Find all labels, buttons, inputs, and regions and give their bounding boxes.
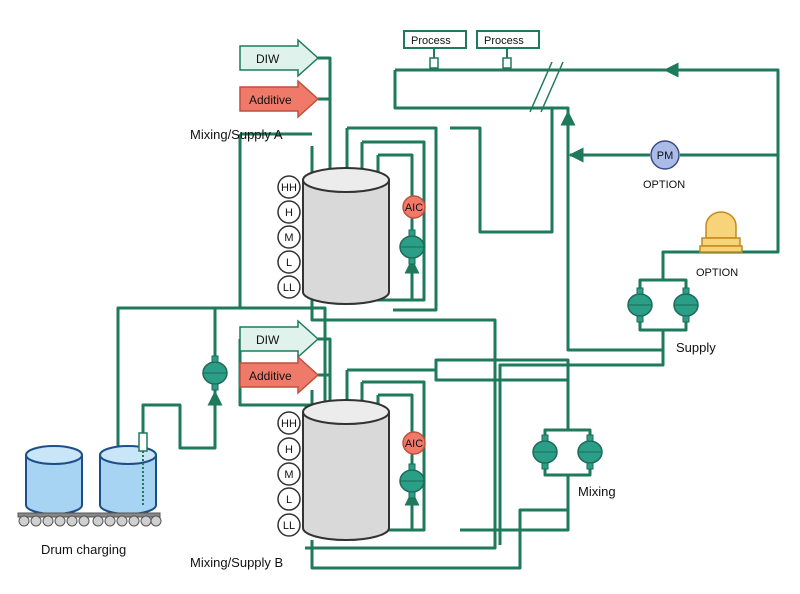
- aic-b: AIC: [402, 431, 426, 455]
- level-l-a: L: [277, 250, 301, 274]
- drum-charging-label: Drum charging: [41, 542, 126, 557]
- drum-pump-icon: [202, 355, 228, 391]
- svg-text:L: L: [286, 257, 292, 269]
- svg-text:LL: LL: [283, 520, 295, 532]
- pump-icon-b: [399, 463, 425, 499]
- diw-arrow-b: DIW: [239, 319, 320, 359]
- svg-text:Additive: Additive: [249, 93, 292, 107]
- svg-text:Additive: Additive: [249, 369, 292, 383]
- conveyor-rollers: [17, 512, 162, 527]
- additive-arrow-a: Additive: [239, 79, 320, 119]
- level-l-b: L: [277, 487, 301, 511]
- tank-b: [302, 399, 390, 541]
- svg-text:AIC: AIC: [405, 202, 423, 214]
- mixing-pump-left-icon: [532, 434, 558, 470]
- svg-text:Process: Process: [411, 35, 451, 47]
- pm-option-label: OPTION: [643, 179, 685, 191]
- level-indicators-b: HH H M L LL: [277, 411, 301, 537]
- svg-text:DIW: DIW: [256, 333, 280, 347]
- level-h-b: H: [277, 437, 301, 461]
- svg-text:AIC: AIC: [405, 438, 423, 450]
- svg-text:H: H: [285, 207, 293, 219]
- aic-a: AIC: [402, 195, 426, 219]
- level-hh-a: HH: [277, 175, 301, 199]
- svg-text:HH: HH: [281, 418, 297, 430]
- level-m-a: M: [277, 225, 301, 249]
- supply-label: Supply: [676, 340, 716, 355]
- level-hh-b: HH: [277, 411, 301, 435]
- level-indicators-a: HH H M L LL: [277, 175, 301, 299]
- svg-text:DIW: DIW: [256, 52, 280, 66]
- level-h-a: H: [277, 200, 301, 224]
- level-ll-a: LL: [277, 275, 301, 299]
- filter-option-label: OPTION: [696, 267, 738, 279]
- tank-a: [302, 167, 390, 305]
- pump-icon-a: [399, 229, 425, 265]
- svg-text:H: H: [285, 444, 293, 456]
- svg-text:LL: LL: [283, 282, 295, 294]
- supply-pump-right-icon: [673, 287, 699, 323]
- svg-text:Process: Process: [484, 35, 524, 47]
- level-ll-b: LL: [277, 513, 301, 537]
- svg-text:M: M: [284, 469, 293, 481]
- supply-pump-left-icon: [627, 287, 653, 323]
- process-box-left: Process: [403, 30, 467, 49]
- mixing-label: Mixing: [578, 484, 616, 499]
- pm-gauge: PM: [650, 140, 680, 170]
- svg-text:HH: HH: [281, 182, 297, 194]
- filter-icon: [699, 211, 743, 253]
- svg-text:M: M: [284, 232, 293, 244]
- svg-text:PM: PM: [657, 150, 674, 162]
- drum-lance: [138, 432, 148, 505]
- tank-a-label: Mixing/Supply A: [190, 127, 283, 142]
- drum-left: [25, 445, 83, 515]
- drum-right: [99, 445, 157, 515]
- svg-text:L: L: [286, 494, 292, 506]
- mixing-pump-right-icon: [577, 434, 603, 470]
- process-box-right: Process: [476, 30, 540, 49]
- additive-arrow-b: Additive: [239, 355, 320, 395]
- diw-arrow-a: DIW: [239, 38, 320, 78]
- level-m-b: M: [277, 462, 301, 486]
- tank-b-label: Mixing/Supply B: [190, 555, 283, 570]
